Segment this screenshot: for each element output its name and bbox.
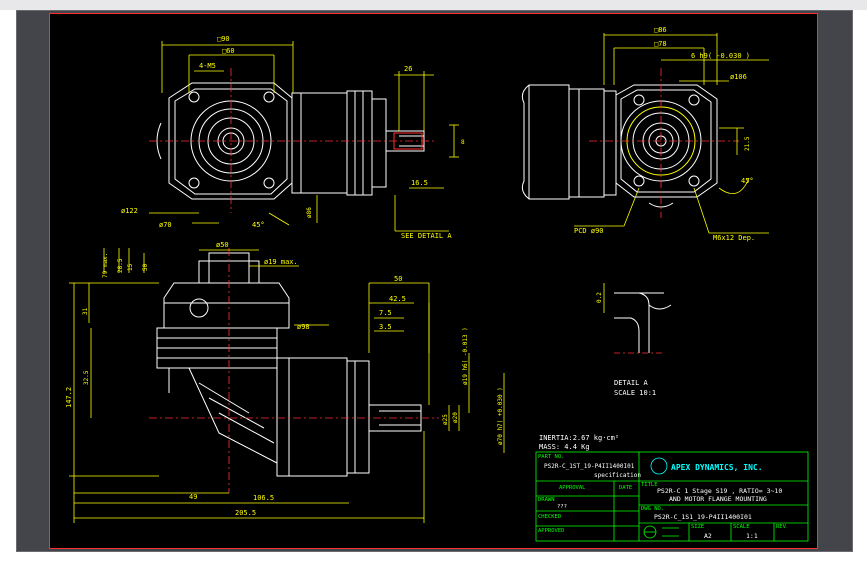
dim-dia86-label: ø86 bbox=[306, 207, 313, 218]
top-right-dim-text: □86 □78 6 h9( -0.030 ) ø106 21.5 45° PCD… bbox=[574, 26, 755, 242]
approval-label: APPROVAL bbox=[559, 485, 586, 491]
dim-285-label: 28.5 bbox=[117, 258, 124, 273]
title-block-text: PART NO. PS2R-C_1ST_19-P4II1400I01 speci… bbox=[538, 454, 787, 540]
date-label: DATE bbox=[619, 485, 632, 491]
bottom-centerlines bbox=[149, 248, 439, 493]
dim-215-label: 21.5 bbox=[744, 136, 751, 151]
dim-86-label: □86 bbox=[654, 26, 667, 34]
dim-50-label: 50 bbox=[142, 263, 149, 271]
bottom-dims bbox=[69, 248, 505, 523]
dim-325-label: 32.5 bbox=[83, 370, 90, 385]
detail-a-title: DETAIL A bbox=[614, 379, 649, 387]
part-no-value: PS2R-C_1ST_19-P4II1400I01 bbox=[544, 463, 635, 470]
dim-31-label: 31 bbox=[82, 307, 89, 315]
dim-49-label: 49 bbox=[189, 493, 197, 501]
company-name: APEX DYNAMICS, INC. bbox=[671, 463, 763, 472]
top-left-dim-text: □90 □60 4-M5 26 ø86 ø122 ø70 45° 16.5 8 … bbox=[121, 35, 465, 240]
dim-35-label: 3.5 bbox=[379, 323, 392, 331]
inertia-note: INERTIA:2.67 kg·cm² bbox=[539, 434, 619, 442]
dim-8-label: 8 bbox=[461, 139, 465, 146]
dim-1065-label: 106.5 bbox=[253, 494, 274, 502]
dim-2055-label: 205.5 bbox=[235, 509, 256, 517]
dim-dia50-label: ø50 bbox=[216, 241, 229, 249]
dim-dia98-label: ø98 bbox=[297, 323, 310, 331]
drawn-label: DRAWN bbox=[538, 497, 555, 503]
dim-4m5-label: 4-M5 bbox=[199, 62, 216, 70]
dwg-no-label: DWG NO. bbox=[641, 506, 664, 512]
dim-1472-label: 147.2 bbox=[65, 387, 73, 408]
pcd-label: PCD ø90 bbox=[574, 227, 604, 235]
m-bolt-label: M6x12 Dep. bbox=[713, 234, 755, 242]
dim-60-label: □60 bbox=[222, 47, 235, 55]
detail-a-scale: SCALE 10:1 bbox=[614, 389, 656, 397]
dim-6h9-label: 6 h9( -0.030 ) bbox=[691, 52, 750, 60]
top-right-view bbox=[521, 84, 718, 208]
dwg-no-value: PS2R-C_1S1_19-P4II1400I01 bbox=[654, 513, 752, 521]
dim-50b-label: 50 bbox=[394, 275, 402, 283]
part-no-sub: specification bbox=[594, 472, 641, 479]
drawn-value: ??? bbox=[557, 504, 567, 510]
bottom-dim-text: ø50 ø19 max. 79 max. 28.5 15 50 31 147.2… bbox=[65, 241, 504, 517]
title-line-2: AND MOTOR FLANGE MOUNTING bbox=[669, 495, 767, 503]
see-detail-label: SEE DETAIL A bbox=[401, 232, 452, 240]
mass-note: MASS: 4.4 Kg bbox=[539, 443, 590, 451]
window-top-strip bbox=[0, 0, 867, 10]
dim-dia122-label: ø122 bbox=[121, 207, 138, 215]
drawing-canvas[interactable]: □90 □60 4-M5 26 ø86 ø122 ø70 45° 16.5 8 … bbox=[49, 13, 818, 549]
dim-90-label: □90 bbox=[217, 35, 230, 43]
size-label: SIZE bbox=[691, 524, 704, 530]
dim-dia70h7-label: ø70 h7( +0.030 ) bbox=[497, 387, 504, 445]
dim-26-label: 26 bbox=[404, 65, 412, 73]
part-no-label: PART NO. bbox=[538, 454, 565, 460]
dim-dia70-label: ø70 bbox=[159, 221, 172, 229]
title-label: TITLE bbox=[641, 482, 658, 488]
top-left-dims bbox=[149, 41, 459, 232]
cad-drawing[interactable]: □90 □60 4-M5 26 ø86 ø122 ø70 45° 16.5 8 … bbox=[49, 13, 818, 549]
dim-dia19h6-label: ø19 h6( -0.013 ) bbox=[462, 327, 469, 385]
dim-79-label: 79 max. bbox=[102, 253, 109, 278]
dim-dia19-label: ø19 max. bbox=[264, 258, 298, 266]
checked-label: CHECKED bbox=[538, 514, 561, 520]
approved-label: APPROVED bbox=[538, 528, 565, 534]
rev-label: REV bbox=[776, 524, 787, 530]
top-right-centerlines bbox=[589, 68, 739, 218]
title-line-1: PS2R-C 1 Stage S19 , RATIO= 3~10 bbox=[657, 487, 782, 495]
dim-dia20-label: ø20 bbox=[452, 412, 459, 423]
scale-label: SCALE bbox=[733, 524, 750, 530]
dim-425-label: 42.5 bbox=[389, 295, 406, 303]
bottom-view bbox=[156, 252, 422, 477]
notes: INERTIA:2.67 kg·cm² MASS: 4.4 Kg bbox=[539, 434, 619, 451]
dim-78-label: □78 bbox=[654, 40, 667, 48]
dim-15-label: 15 bbox=[127, 263, 134, 271]
size-value: A2 bbox=[704, 532, 712, 540]
dim-165-label: 16.5 bbox=[411, 179, 428, 187]
dim-75-label: 7.5 bbox=[379, 309, 392, 317]
dim-dia106-label: ø106 bbox=[730, 73, 747, 81]
title-block bbox=[535, 451, 809, 542]
dim-45-label: 45° bbox=[252, 221, 265, 229]
top-right-dims bbox=[574, 33, 769, 234]
dim-45-right-label: 45° bbox=[741, 177, 754, 185]
sheet-frame bbox=[49, 13, 818, 549]
detail-dim-02-label: 0.2 bbox=[596, 292, 603, 303]
dim-dia25-label: ø25 bbox=[442, 414, 449, 425]
detail-a: 0.2 DETAIL A SCALE 10:1 bbox=[596, 283, 672, 397]
scale-value: 1:1 bbox=[746, 532, 758, 540]
